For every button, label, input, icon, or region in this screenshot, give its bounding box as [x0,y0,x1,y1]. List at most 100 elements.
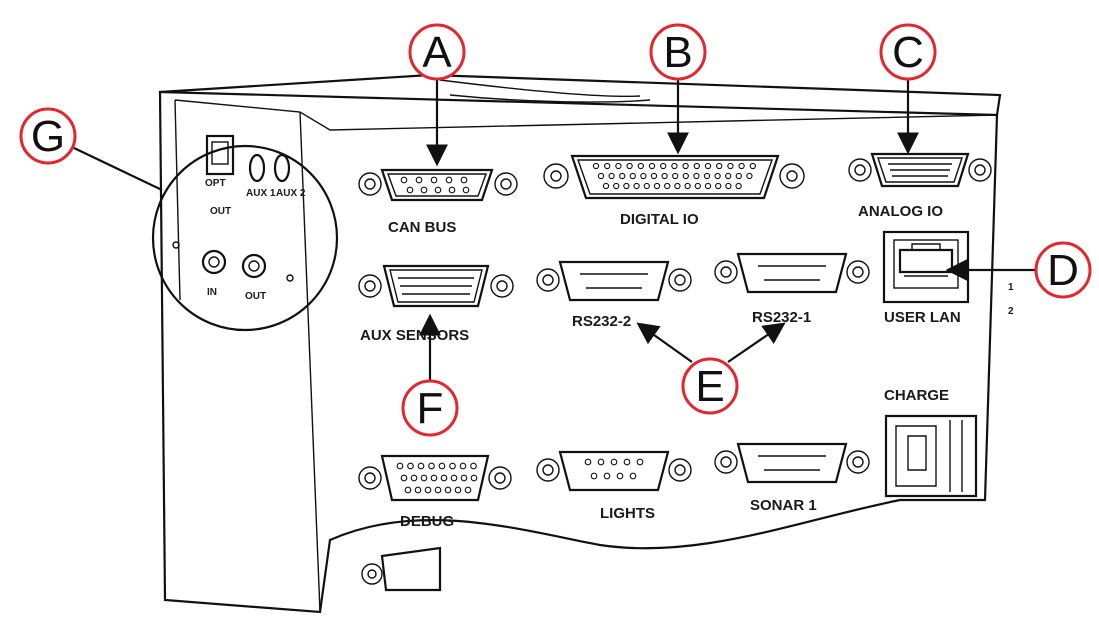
lights-pin [603,472,611,480]
digital-io-pin [671,162,678,170]
can-bus-pin [460,176,468,184]
charge-port [884,414,978,498]
debug-pin [440,474,448,482]
lights-pin [590,472,598,480]
digital-io-pin [608,172,615,180]
charge-label: CHARGE [884,387,949,404]
debug-pin [454,486,462,494]
digital-io-pin [746,172,753,180]
digital-io-pin [592,162,600,170]
digital-io-pin [633,182,640,190]
digital-io-pin [623,182,630,190]
digital-io-pin [664,182,671,190]
debug-pin [438,462,446,470]
lights-pin [623,458,631,466]
sonar-1-connector [714,442,870,484]
debug-pin [470,474,478,482]
can-bus-pin [462,186,470,194]
digital-io-pin [749,162,756,170]
digital-io-pin [653,182,661,190]
debug-pin [407,462,414,470]
callout-letter-f: F [417,384,444,433]
lights-pin [597,458,605,466]
debug-pin [459,462,467,470]
digital-io-pin [672,172,679,180]
digital-io-pin [626,162,633,170]
can-bus-pin [420,186,428,194]
digital-io-pin [648,162,656,170]
lower-partial-connector [361,546,442,592]
digital-io-pin [629,172,636,180]
debug-pin [460,474,468,482]
callout-letter-c: C [892,28,924,77]
callout-letter-e: E [695,362,724,411]
can-bus-pin [400,176,408,184]
lights-pin [610,458,618,466]
debug-pin [434,486,442,494]
debug-pin [400,474,408,482]
housing [158,73,1002,614]
lights-connector [536,450,692,492]
callout-circle-g [19,107,77,165]
debug-pin [420,474,428,482]
digital-io-pin [661,172,668,180]
can-bus-pin [415,176,423,184]
digital-io-pin [640,172,647,180]
debug-pin [470,462,477,470]
inset-out-label: OUT [245,291,266,302]
digital-io-pin [716,162,723,170]
user-lan-label: USER LAN [884,309,961,326]
debug-pin [464,486,472,494]
digital-io-pin [604,162,611,170]
digital-io-pin [674,182,681,190]
debug-pin [428,462,435,470]
rs232-1-label: RS232-1 [752,309,811,326]
callout-circle-a [408,23,466,81]
lights-pin [584,458,592,466]
can-bus-label: CAN BUS [388,219,456,236]
can-bus-pin [406,186,414,194]
digital-io-pin [660,162,667,170]
digital-io-pin [619,172,626,180]
lights-label: LIGHTS [600,505,655,522]
digital-io-pin [615,162,622,170]
digital-io-pin [725,172,732,180]
digital-io-pin [693,162,700,170]
digital-io-pin [735,172,742,180]
digital-io-pin [613,182,620,190]
digital-io-pin [714,172,721,180]
leader-lines [73,78,1046,386]
can-bus-pin [448,186,456,194]
digital-io-pin [738,162,745,170]
digital-io-pin [727,162,734,170]
side-mark-1: 1 [1008,282,1014,293]
debug-connector [358,454,512,502]
analog-io-connector [848,152,992,188]
inset-aux1-label: AUX 1 [246,188,276,199]
digital-io-pin [725,182,732,190]
side-mark-2: 2 [1008,306,1014,317]
digital-io-pin [715,182,722,190]
lights-pin [616,472,624,480]
debug-pin [450,474,458,482]
can-bus-connector [358,168,518,202]
rs232-2-connector [536,260,692,302]
callout-letter-g: G [31,112,65,161]
side-panel-inset [151,134,339,332]
digital-io-pin [693,172,700,180]
lights-pin [636,458,644,466]
inset-aux2-label: AUX 2 [276,188,306,199]
rs232-2-label: RS232-2 [572,313,631,330]
callout-circle-c [879,23,937,81]
can-bus-pin [445,176,453,184]
digital-io-pin [597,172,605,180]
digital-io-pin [704,182,712,190]
user-lan-port [882,230,970,304]
analog-io-label: ANALOG IO [858,203,943,220]
can-bus-pin [430,176,438,184]
digital-io-pin [682,172,689,180]
digital-io-pin [643,182,650,190]
digital-io-pin [704,162,712,170]
